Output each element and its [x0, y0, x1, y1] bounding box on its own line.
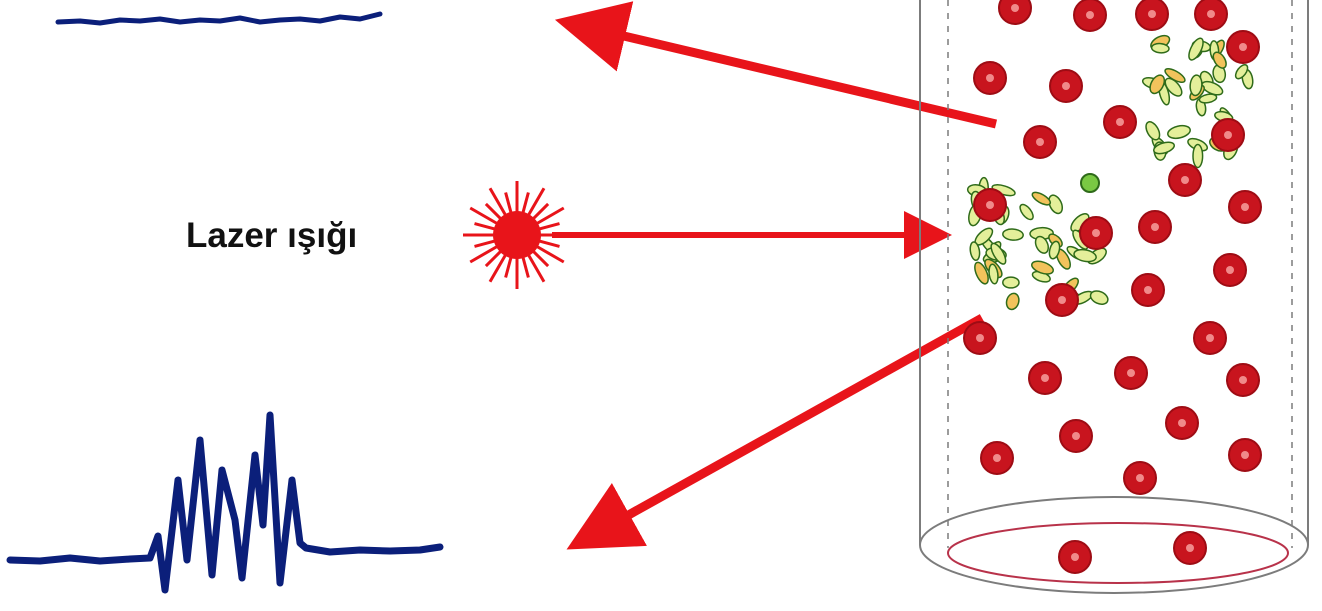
red-blood-cell-center	[1127, 369, 1135, 377]
red-blood-cell-center	[993, 454, 1001, 462]
platelet-icon	[1193, 145, 1203, 168]
red-blood-cell-center	[1226, 266, 1234, 274]
red-blood-cell-center	[1241, 451, 1249, 459]
platelet-icon	[1073, 248, 1097, 263]
red-blood-cell-center	[1062, 82, 1070, 90]
flat-signal-trace	[58, 14, 380, 23]
red-blood-cell-center	[1092, 229, 1100, 237]
red-blood-cell-center	[1178, 419, 1186, 427]
red-blood-cell-center	[1239, 43, 1247, 51]
red-blood-cell-center	[1224, 131, 1232, 139]
platelet-icon	[1030, 190, 1052, 207]
red-blood-cell-center	[976, 334, 984, 342]
platelet-icon	[1002, 228, 1023, 240]
platelet-icon	[1005, 292, 1021, 311]
red-blood-cell-center	[1181, 176, 1189, 184]
red-blood-cell-center	[1072, 432, 1080, 440]
tube-bottom-inner	[948, 523, 1288, 583]
tube-bottom-outer	[920, 497, 1308, 593]
red-blood-cell-center	[986, 201, 994, 209]
platelet-icon	[1167, 124, 1192, 141]
red-blood-cell-center	[986, 74, 994, 82]
red-blood-cell-center	[1071, 553, 1079, 561]
red-blood-cell-center	[1144, 286, 1152, 294]
red-blood-cell-center	[1241, 203, 1249, 211]
red-blood-cell-center	[1086, 11, 1094, 19]
forward-scatter-arrow	[590, 28, 996, 124]
spike-signal-trace	[10, 415, 440, 590]
red-blood-cell-center	[1058, 296, 1066, 304]
red-blood-cell-center	[1207, 10, 1215, 18]
red-blood-cell-center	[1011, 4, 1019, 12]
platelet-icon	[1018, 202, 1036, 221]
red-blood-cell-center	[1116, 118, 1124, 126]
red-blood-cell-center	[1206, 334, 1214, 342]
platelet-icon	[1088, 288, 1110, 306]
platelet-icon	[1003, 277, 1019, 288]
laser-light-label: Lazer ışığı	[186, 216, 357, 256]
red-blood-cell-center	[1136, 474, 1144, 482]
red-blood-cell-center	[1041, 374, 1049, 382]
laser-core	[493, 211, 541, 259]
single-platelet-icon	[1081, 174, 1099, 192]
side-scatter-arrow	[598, 318, 982, 532]
red-blood-cell-center	[1239, 376, 1247, 384]
red-blood-cell-center	[1148, 10, 1156, 18]
red-blood-cell-center	[1036, 138, 1044, 146]
red-blood-cell-center	[1151, 223, 1159, 231]
red-blood-cell-center	[1186, 544, 1194, 552]
